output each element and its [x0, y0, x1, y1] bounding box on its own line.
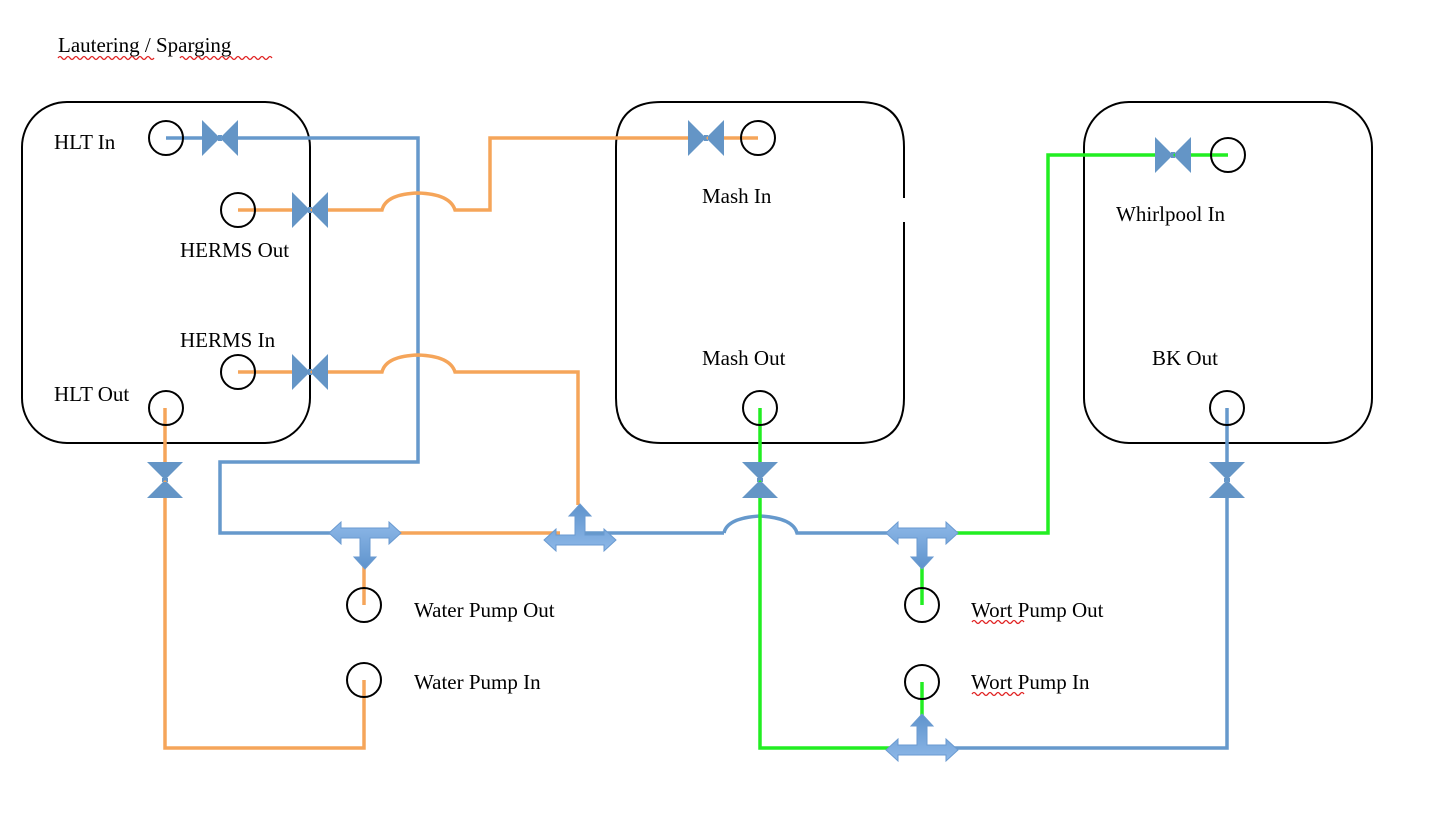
mash-in-valve-icon[interactable] — [688, 120, 724, 156]
hlt-in-port[interactable] — [148, 120, 184, 156]
spellcheck-underline — [57, 55, 273, 61]
hlt-out-port[interactable] — [148, 390, 184, 426]
wort-pump-out-tee-icon — [885, 521, 959, 570]
mash-out-port[interactable] — [742, 390, 778, 426]
water-pump-out-tee-icon — [328, 521, 402, 570]
herms-out-label: HERMS Out — [180, 238, 289, 262]
ports — [148, 120, 1246, 700]
bk-out-port[interactable] — [1209, 390, 1245, 426]
wort-pump-in-tee-icon — [885, 713, 959, 762]
whirlpool-in-valve-icon[interactable] — [1155, 137, 1191, 173]
whirlpool-in-port[interactable] — [1210, 137, 1246, 173]
wort-pump-out-port[interactable] — [904, 587, 940, 623]
hlt-in-label: HLT In — [54, 130, 116, 154]
green-wort-lines — [758, 153, 1228, 750]
wort-pump-in-port[interactable] — [904, 664, 940, 700]
hlt-out-valve-icon[interactable] — [147, 462, 183, 498]
mash-in-port[interactable] — [740, 120, 776, 156]
water-pump-out-port[interactable] — [346, 587, 382, 623]
orange-hot-lines — [163, 136, 758, 750]
bk-out-label: BK Out — [1152, 346, 1218, 370]
water-pump-out-label: Water Pump Out — [414, 598, 555, 622]
hlt-out-label: HLT Out — [54, 382, 129, 406]
wort-pump-out-label: Wort Pump Out — [971, 598, 1104, 622]
herms-in-label: HERMS In — [180, 328, 276, 352]
diagram-title: Lautering / Sparging — [58, 33, 232, 57]
wort-pump-in-label: Wort Pump In — [971, 670, 1090, 694]
water-pump-in-port[interactable] — [346, 662, 382, 698]
herms-in-port[interactable] — [220, 354, 256, 390]
mash-tun — [615, 101, 905, 444]
hlt-in-valve-icon[interactable] — [202, 120, 238, 156]
mash-out-label: Mash Out — [702, 346, 786, 370]
bk-out-valve-icon[interactable] — [1209, 462, 1245, 498]
herms-return-tee-icon — [543, 503, 617, 552]
water-pump-in-label: Water Pump In — [414, 670, 541, 694]
spellcheck-underline — [971, 619, 1025, 697]
mash-out-valve-icon[interactable] — [742, 462, 778, 498]
whirlpool-in-label: Whirlpool In — [1116, 202, 1226, 226]
herms-out-port[interactable] — [220, 192, 256, 228]
mash-in-label: Mash In — [702, 184, 772, 208]
